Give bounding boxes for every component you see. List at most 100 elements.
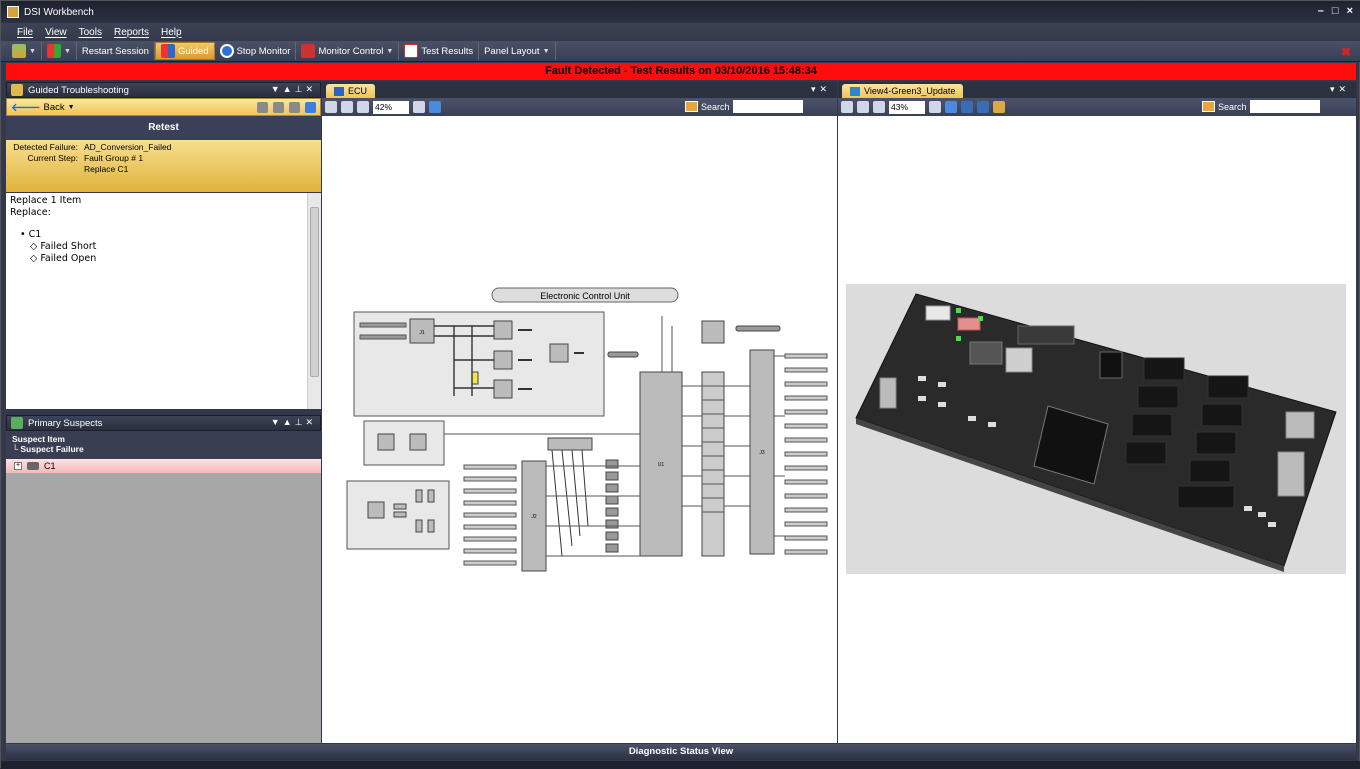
home-icon[interactable] (257, 102, 268, 113)
layers-icon[interactable] (841, 101, 853, 113)
fault-banner: Fault Detected - Test Results on 03/10/2… (6, 63, 1356, 80)
menu-reports[interactable]: Reports (113, 26, 149, 38)
ecu-view: ECU ▾✕ 42% Search Electronic Control Uni… (322, 82, 837, 743)
board-view: View4-Green3_Update ▾✕ 43% Search (838, 82, 1356, 743)
instruction-scrollbar[interactable] (307, 193, 321, 409)
failure-info: Detected Failure: AD_Conversion_Failed Cu… (6, 140, 321, 192)
close-session-icon[interactable]: ✖ (1340, 45, 1351, 59)
zoom-field[interactable]: 42% (373, 100, 409, 114)
suspect-item-name: C1 (44, 461, 56, 471)
tab-board[interactable]: View4-Green3_Update (842, 84, 964, 98)
test-results-button[interactable]: Test Results (399, 42, 480, 60)
panel-controls[interactable]: ▼▲⊥✕ (270, 84, 316, 94)
menu-tools[interactable]: Tools (78, 26, 102, 38)
minimize-icon[interactable]: – (1317, 5, 1324, 17)
current-step-label: Current Step: (27, 153, 78, 163)
guided-icon (160, 44, 175, 58)
ecu-title-box: Electronic Control Unit (491, 287, 679, 303)
search-icon (1202, 101, 1215, 112)
menu-view[interactable]: View (45, 26, 67, 38)
detected-failure-label: Detected Failure: (13, 142, 78, 152)
guided-toolbar: 🡐 Back ▼ (6, 98, 321, 116)
search-label: Search (1218, 101, 1247, 112)
rotate-right-icon[interactable] (977, 101, 989, 113)
suspect-row[interactable]: + C1 (6, 459, 321, 473)
guided-panel-header: Guided Troubleshooting ▼▲⊥✕ (6, 82, 321, 98)
search-input[interactable] (732, 100, 803, 113)
search-input[interactable] (1249, 100, 1320, 113)
search-area: Search (685, 100, 803, 113)
failure-mode-item: ◇ Failed Short (30, 241, 97, 252)
restart-session-label: Restart Session (81, 45, 149, 57)
back-label: Back (43, 101, 65, 113)
scrollbar-thumb[interactable] (310, 207, 319, 377)
expand-icon[interactable] (305, 102, 316, 113)
retest-button[interactable]: Retest (6, 116, 321, 140)
app-icon (7, 6, 19, 18)
suspects-panel-title: Primary Suspects (28, 417, 103, 429)
zoom-in-icon[interactable] (873, 101, 885, 113)
tab-board-label: View4-Green3_Update (864, 86, 956, 96)
print-icon[interactable] (289, 102, 300, 113)
menu-help[interactable]: Help (161, 26, 182, 38)
guided-toolbar-icons (257, 102, 316, 113)
guided-panel-icon (11, 84, 23, 96)
panel-layout-button[interactable]: Panel Layout ▼ (479, 42, 556, 60)
open-dropdown-button[interactable]: ▼ (7, 42, 42, 60)
stop-icon (219, 44, 234, 58)
u1-label: U1 (658, 462, 665, 468)
guided-panel-title: Guided Troubleshooting (28, 84, 129, 96)
board-canvas[interactable] (838, 116, 1356, 743)
suspect-failure-column: └ Suspect Failure (12, 444, 84, 454)
fullscreen-icon[interactable] (945, 101, 957, 113)
menu-file[interactable]: File (17, 26, 34, 38)
back-arrow-icon: 🡐 (11, 102, 41, 114)
current-step-value: Fault Group # 1 (84, 153, 144, 163)
zoom-out-icon[interactable] (857, 101, 869, 113)
monitor-control-label: Monitor Control (318, 45, 384, 57)
failure-mode-item: ◇ Failed Open (30, 253, 97, 264)
fit-icon[interactable] (929, 101, 941, 113)
stop-monitor-button[interactable]: Stop Monitor (215, 42, 297, 60)
ecu-toolbar: 42% Search (322, 98, 837, 116)
instruction-item: • C1 (20, 229, 42, 240)
zoom-in-icon[interactable] (357, 101, 369, 113)
cancel-icon[interactable] (273, 102, 284, 113)
pcb-render (846, 284, 1346, 574)
zoom-field[interactable]: 43% (889, 100, 925, 114)
maximize-icon[interactable]: □ (1331, 5, 1339, 17)
restart-session-button[interactable]: Restart Session (77, 42, 155, 60)
close-icon[interactable]: × (1346, 5, 1353, 17)
board-icon (850, 86, 860, 96)
instruction-line1: Replace 1 Item (10, 195, 82, 206)
diagnostic-status-bar: Diagnostic Status View (6, 744, 1356, 760)
rotate-left-icon[interactable] (961, 101, 973, 113)
layers-icon[interactable] (325, 101, 337, 113)
tab-controls[interactable]: ▾✕ (1329, 84, 1350, 94)
layout-icon (46, 44, 61, 58)
search-icon (685, 101, 698, 112)
tab-ecu[interactable]: ECU (326, 84, 376, 98)
guided-button[interactable]: Guided (154, 42, 215, 60)
fit-icon[interactable] (413, 101, 425, 113)
schematic-canvas[interactable]: Electronic Control Unit J1 (322, 116, 837, 743)
layout-dropdown-button[interactable]: ▼ (42, 42, 77, 60)
search-area: Search (1202, 100, 1320, 113)
panel-layout-label: Panel Layout (484, 45, 540, 57)
suspects-list: Suspect Item └ Suspect Failure + C1 (6, 431, 321, 743)
monitor-control-button[interactable]: Monitor Control ▼ (296, 42, 400, 60)
fullscreen-icon[interactable] (429, 101, 441, 113)
panel-controls[interactable]: ▼▲⊥✕ (270, 417, 316, 427)
expand-icon[interactable]: + (14, 462, 22, 470)
stop-monitor-label: Stop Monitor (236, 45, 291, 57)
camera-icon[interactable] (993, 101, 1005, 113)
test-results-icon (404, 44, 419, 58)
tab-controls[interactable]: ▾✕ (810, 84, 831, 94)
zoom-out-icon[interactable] (341, 101, 353, 113)
detected-failure-value: AD_Conversion_Failed (84, 142, 172, 152)
back-button[interactable]: 🡐 Back ▼ (11, 100, 75, 115)
suspect-item-column: Suspect Item (12, 434, 65, 444)
chevron-down-icon: ▼ (67, 103, 75, 111)
current-step-action: Replace C1 (84, 164, 129, 174)
board-tabstrip: View4-Green3_Update ▾✕ (838, 82, 1356, 98)
